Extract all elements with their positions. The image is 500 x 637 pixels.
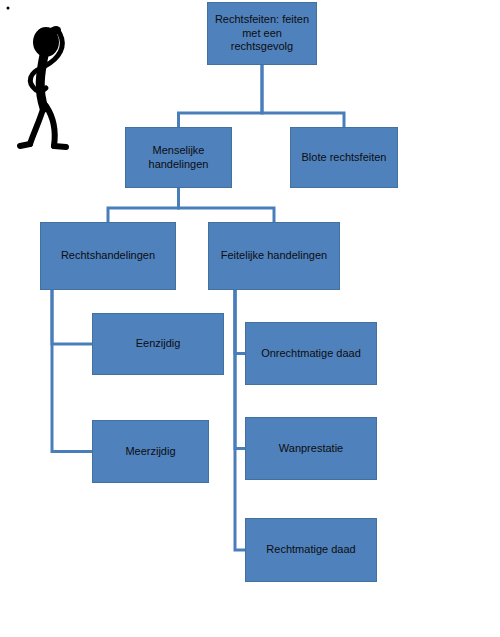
- process-box: Rechtsfeiten: feiten met een rechtsgevol…: [207, 2, 317, 65]
- process-box: Meerzijdig: [92, 420, 209, 483]
- box-label: Rechtshandelingen: [61, 249, 155, 263]
- box-label: Meerzijdig: [125, 445, 175, 459]
- box-label: Rechtsfeiten: feiten met een rechtsgevol…: [213, 13, 311, 54]
- tree-connector: [108, 188, 179, 222]
- process-box: Menselijke handelingen: [125, 127, 232, 188]
- tree-connector: [179, 65, 263, 127]
- process-box: Rechtshandelingen: [40, 222, 176, 290]
- thinking-figure: [0, 0, 120, 160]
- box-label: Wanprestatie: [279, 442, 343, 456]
- box-label: Blote rechtsfeiten: [302, 151, 387, 165]
- process-box: Wanprestatie: [245, 417, 377, 480]
- tree-connector: [52, 290, 92, 452]
- box-label: Rechtmatige daad: [266, 543, 355, 557]
- box-label: Feitelijke handelingen: [221, 249, 327, 263]
- tree-connector: [235, 290, 245, 550]
- process-box: Onrechtmatige daad: [245, 322, 377, 385]
- process-box: Eenzijdig: [92, 313, 224, 375]
- process-box: Rechtmatige daad: [245, 518, 377, 582]
- process-box: Blote rechtsfeiten: [290, 127, 398, 188]
- box-label: Onrechtmatige daad: [261, 347, 361, 361]
- box-label: Menselijke handelingen: [131, 144, 226, 172]
- tree-connector: [179, 188, 275, 222]
- tree-connector: [52, 290, 92, 344]
- box-label: Eenzijdig: [136, 337, 181, 351]
- process-box: Feitelijke handelingen: [208, 222, 340, 290]
- tree-connector: [262, 65, 344, 127]
